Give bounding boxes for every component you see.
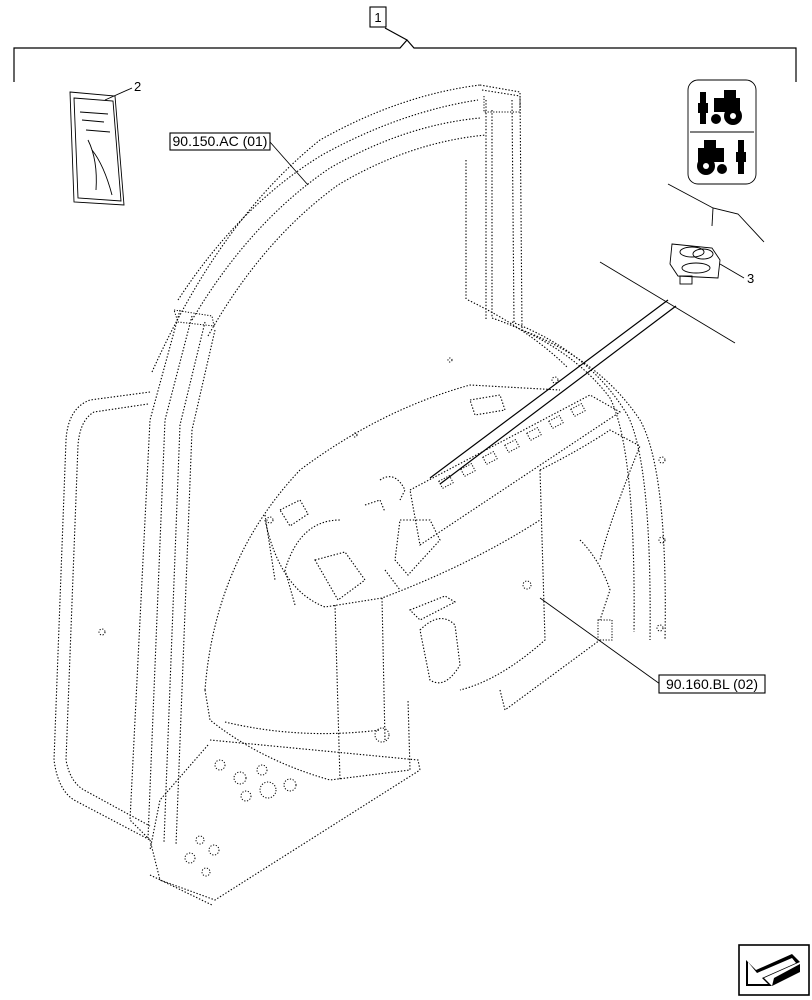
roof-frame-reference: 90.150.AC (01) xyxy=(173,133,268,149)
assembly-bracket: 1 xyxy=(13,6,797,82)
switch-number: 3 xyxy=(747,271,754,286)
manual-number: 2 xyxy=(134,79,141,94)
operator-manual-icon xyxy=(69,91,125,206)
next-page-arrow-icon[interactable] xyxy=(738,944,810,996)
cab-frame xyxy=(53,84,666,906)
rocker-switch-icon xyxy=(669,243,721,285)
tractor-lift-decal-icon xyxy=(687,79,757,185)
assembly-number: 1 xyxy=(374,10,381,25)
dashboard-reference: 90.160.BL (02) xyxy=(666,676,758,692)
